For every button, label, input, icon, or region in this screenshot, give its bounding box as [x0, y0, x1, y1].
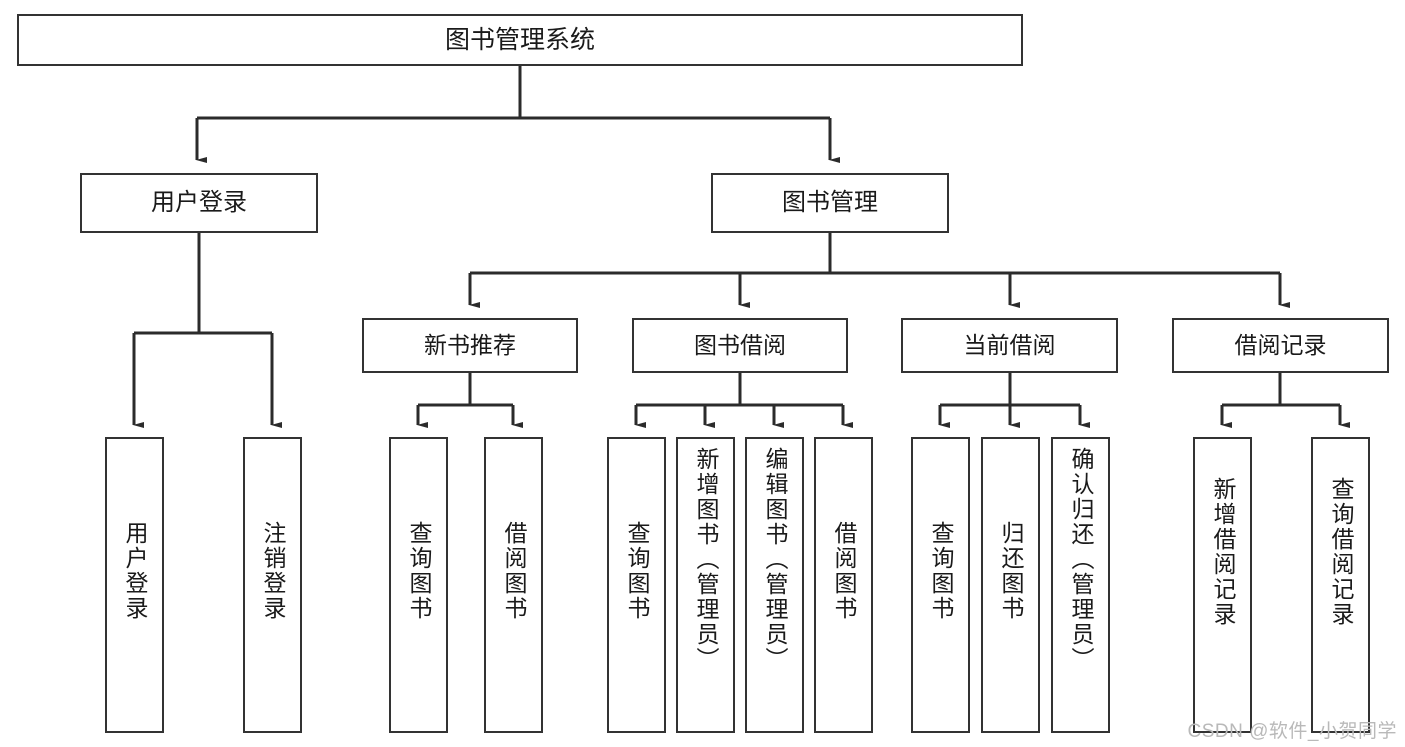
node-user-login[interactable]: 用户登录 — [80, 173, 318, 233]
node-new-book-recommend[interactable]: 新书推荐 — [362, 318, 578, 373]
leaf-borrow-borrow-book[interactable]: 借阅图书 — [814, 437, 873, 733]
leaf-current-confirm-return-label: 确认归还（管理员） — [1068, 447, 1094, 672]
node-new-book-recommend-label: 新书推荐 — [424, 332, 516, 359]
node-user-login-label: 用户登录 — [151, 189, 247, 217]
leaf-borrow-edit-book-label: 编辑图书（管理员） — [762, 447, 788, 672]
leaf-borrow-borrow-book-label: 借阅图书 — [831, 521, 857, 621]
leaf-record-add[interactable]: 新增借阅记录 — [1193, 437, 1252, 733]
leaf-borrow-add-book-label: 新增图书（管理员） — [693, 447, 719, 672]
node-book-borrow-label: 图书借阅 — [694, 332, 786, 359]
leaf-new-book-borrow[interactable]: 借阅图书 — [484, 437, 543, 733]
node-current-borrow[interactable]: 当前借阅 — [901, 318, 1118, 373]
leaf-user-login-logout-label: 注销登录 — [260, 521, 286, 621]
watermark-text: CSDN @软件_小贺同学 — [1187, 721, 1397, 742]
leaf-new-book-query-label: 查询图书 — [406, 521, 432, 621]
leaf-user-login-login[interactable]: 用户登录 — [105, 437, 164, 733]
node-root-label: 图书管理系统 — [444, 25, 595, 54]
leaf-current-return-book[interactable]: 归还图书 — [981, 437, 1040, 733]
node-current-borrow-label: 当前借阅 — [963, 332, 1056, 359]
leaf-record-add-label: 新增借阅记录 — [1210, 477, 1236, 627]
node-book-borrow[interactable]: 图书借阅 — [632, 318, 848, 373]
leaf-current-query-book-label: 查询图书 — [928, 521, 954, 621]
leaf-current-return-book-label: 归还图书 — [998, 521, 1024, 621]
leaf-current-query-book[interactable]: 查询图书 — [911, 437, 970, 733]
node-book-management[interactable]: 图书管理 — [711, 173, 949, 233]
node-root[interactable]: 图书管理系统 — [17, 14, 1023, 66]
leaf-borrow-edit-book[interactable]: 编辑图书（管理员） — [745, 437, 804, 733]
leaf-borrow-add-book[interactable]: 新增图书（管理员） — [676, 437, 735, 733]
leaf-user-login-login-label: 用户登录 — [122, 521, 148, 621]
node-borrow-record-label: 借阅记录 — [1234, 332, 1327, 359]
node-book-management-label: 图书管理 — [782, 189, 878, 217]
leaf-new-book-borrow-label: 借阅图书 — [501, 521, 527, 621]
leaf-record-query[interactable]: 查询借阅记录 — [1311, 437, 1370, 733]
leaf-borrow-query-book-label: 查询图书 — [624, 521, 650, 621]
node-borrow-record[interactable]: 借阅记录 — [1172, 318, 1389, 373]
leaf-user-login-logout[interactable]: 注销登录 — [243, 437, 302, 733]
leaf-current-confirm-return[interactable]: 确认归还（管理员） — [1051, 437, 1110, 733]
leaf-borrow-query-book[interactable]: 查询图书 — [607, 437, 666, 733]
leaf-new-book-query[interactable]: 查询图书 — [389, 437, 448, 733]
leaf-record-query-label: 查询借阅记录 — [1328, 477, 1354, 627]
